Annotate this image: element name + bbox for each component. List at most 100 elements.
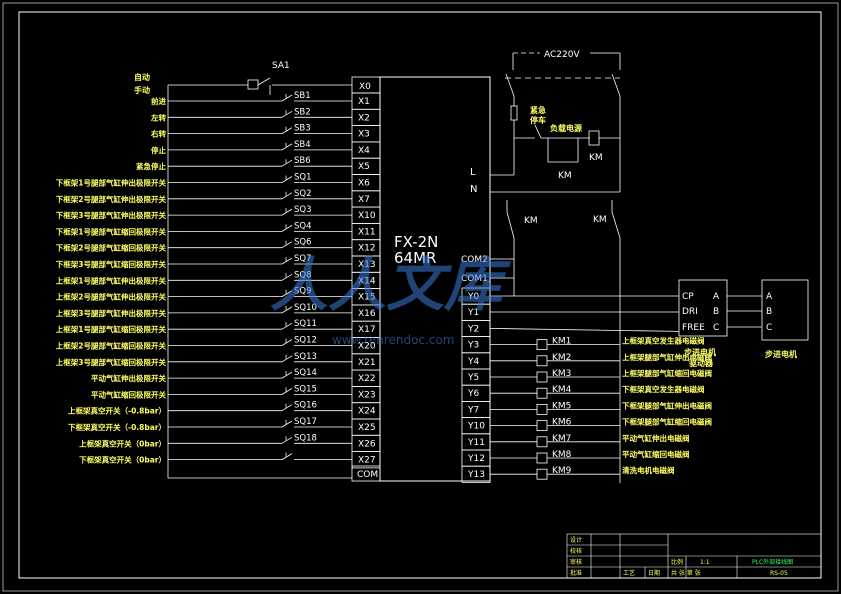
- driver-caption-1: 步进电机: [684, 347, 716, 357]
- mode-manual-label: 手动: [134, 85, 150, 95]
- output-port-label: Y1: [467, 308, 479, 318]
- input-label: 下框架2号腿部气缸伸出极限开关: [56, 194, 167, 204]
- output-row: Y2: [461, 319, 680, 337]
- input-contact-label: SQ7: [294, 254, 312, 264]
- input-contact-label: SB2: [294, 107, 311, 117]
- motor-c: C: [766, 323, 772, 333]
- load-power-label: 负载电源: [550, 123, 582, 133]
- plc-com1-label: COM1: [461, 274, 488, 284]
- output-port-label: Y7: [467, 405, 479, 415]
- input-contact: [281, 176, 293, 183]
- motor-caption: 步进电机: [765, 349, 797, 359]
- km-contact-left: [506, 211, 515, 239]
- km-contact-left-label: KM: [524, 216, 538, 226]
- input-rows: 前进SB1X1左转SB2X2右转SB3X3停止SB4X4紧急停止SB6X5下框架…: [56, 91, 381, 469]
- tb-date: 日期: [648, 569, 660, 577]
- driver-free: FREE: [682, 323, 705, 333]
- input-port-label: X2: [358, 113, 370, 123]
- motor-a: A: [766, 292, 773, 302]
- output-coil: [536, 339, 548, 351]
- output-coil: [536, 371, 548, 383]
- input-contact: [281, 290, 293, 297]
- tb-ratio: 1:1: [700, 559, 710, 566]
- input-contact: [281, 241, 293, 249]
- com-port: COM: [357, 470, 378, 480]
- output-coil: [536, 420, 548, 432]
- input-contact-label: SQ17: [294, 417, 317, 427]
- plc-l-label: L: [470, 167, 476, 178]
- x0-port: X0: [359, 82, 371, 92]
- tb-design: 设计: [570, 536, 582, 544]
- input-contact: [281, 339, 293, 346]
- driver-a: A: [713, 292, 720, 302]
- input-contact-label: SQ3: [294, 205, 312, 215]
- driver-caption: 步进电机 驱动器: [684, 347, 719, 368]
- input-row: 下框架真空开关（0bar）X27: [79, 451, 381, 469]
- input-contact: [281, 159, 293, 167]
- input-label: 右转: [150, 129, 166, 139]
- input-label: 上框架1号腿部气缸伸出极限开关: [56, 275, 167, 285]
- input-contact-label: SQ16: [294, 401, 317, 411]
- tb-sheet: 共 张 第 张: [671, 569, 701, 577]
- input-label: 下框架真空开关（-0.8bar）: [68, 422, 166, 432]
- plc-model-line1: FX-2N: [394, 233, 438, 251]
- output-coil: [536, 355, 548, 367]
- tb-review: 审核: [570, 558, 582, 566]
- output-desc: 平动气缸缩回电磁阀: [622, 449, 690, 459]
- switch-sa1-arm: [257, 77, 271, 86]
- km-contact-right: [611, 211, 621, 239]
- output-km-label: KM3: [552, 369, 571, 379]
- input-port-label: X14: [358, 276, 376, 286]
- ac-left-switch: [505, 73, 515, 97]
- input-contact-label: SB4: [294, 140, 311, 150]
- estop-line2: 停车: [530, 115, 546, 125]
- output-desc: 下框架腿部气缸缩回电磁阀: [622, 417, 712, 427]
- output-port-label: Y6: [467, 389, 479, 399]
- input-contact: [281, 322, 293, 330]
- km-hold-label: KM: [558, 171, 572, 181]
- input-contact: [281, 225, 293, 232]
- input-port-label: X11: [358, 227, 376, 237]
- input-label: 下框架真空开关（0bar）: [79, 455, 166, 465]
- input-port-label: X26: [358, 439, 376, 449]
- input-contact: [281, 371, 293, 379]
- output-coil: [536, 468, 548, 480]
- input-port-label: X13: [358, 260, 376, 270]
- input-contact-label: SQ11: [294, 319, 317, 329]
- input-port-label: X6: [358, 179, 370, 189]
- output-port-label: Y3: [467, 341, 479, 351]
- input-contact: [281, 127, 293, 134]
- input-contact: [281, 420, 293, 428]
- input-contact-label: SQ1: [294, 173, 312, 183]
- watermark-url: www.renrendoc.com: [332, 333, 454, 347]
- input-port-label: X15: [358, 293, 376, 303]
- input-port-label: X24: [358, 407, 376, 417]
- input-port-label: X17: [358, 325, 376, 335]
- output-desc: 下框架真空发生器电磁阀: [622, 384, 705, 394]
- output-coil: [536, 387, 548, 399]
- plc-com2-label: COM2: [461, 255, 488, 265]
- tb-ratio-label: 比例: [671, 558, 683, 566]
- output-desc: 平动气缸伸出电磁阀: [622, 433, 690, 443]
- mode-auto-label: 自动: [134, 72, 150, 82]
- com-port-box: [351, 465, 381, 482]
- input-label: 下框架1号腿部气缸缩回极限开关: [56, 226, 167, 236]
- input-port-label: X7: [358, 195, 370, 205]
- motor-b: B: [766, 307, 772, 317]
- estop-line1: 紧急: [530, 105, 546, 115]
